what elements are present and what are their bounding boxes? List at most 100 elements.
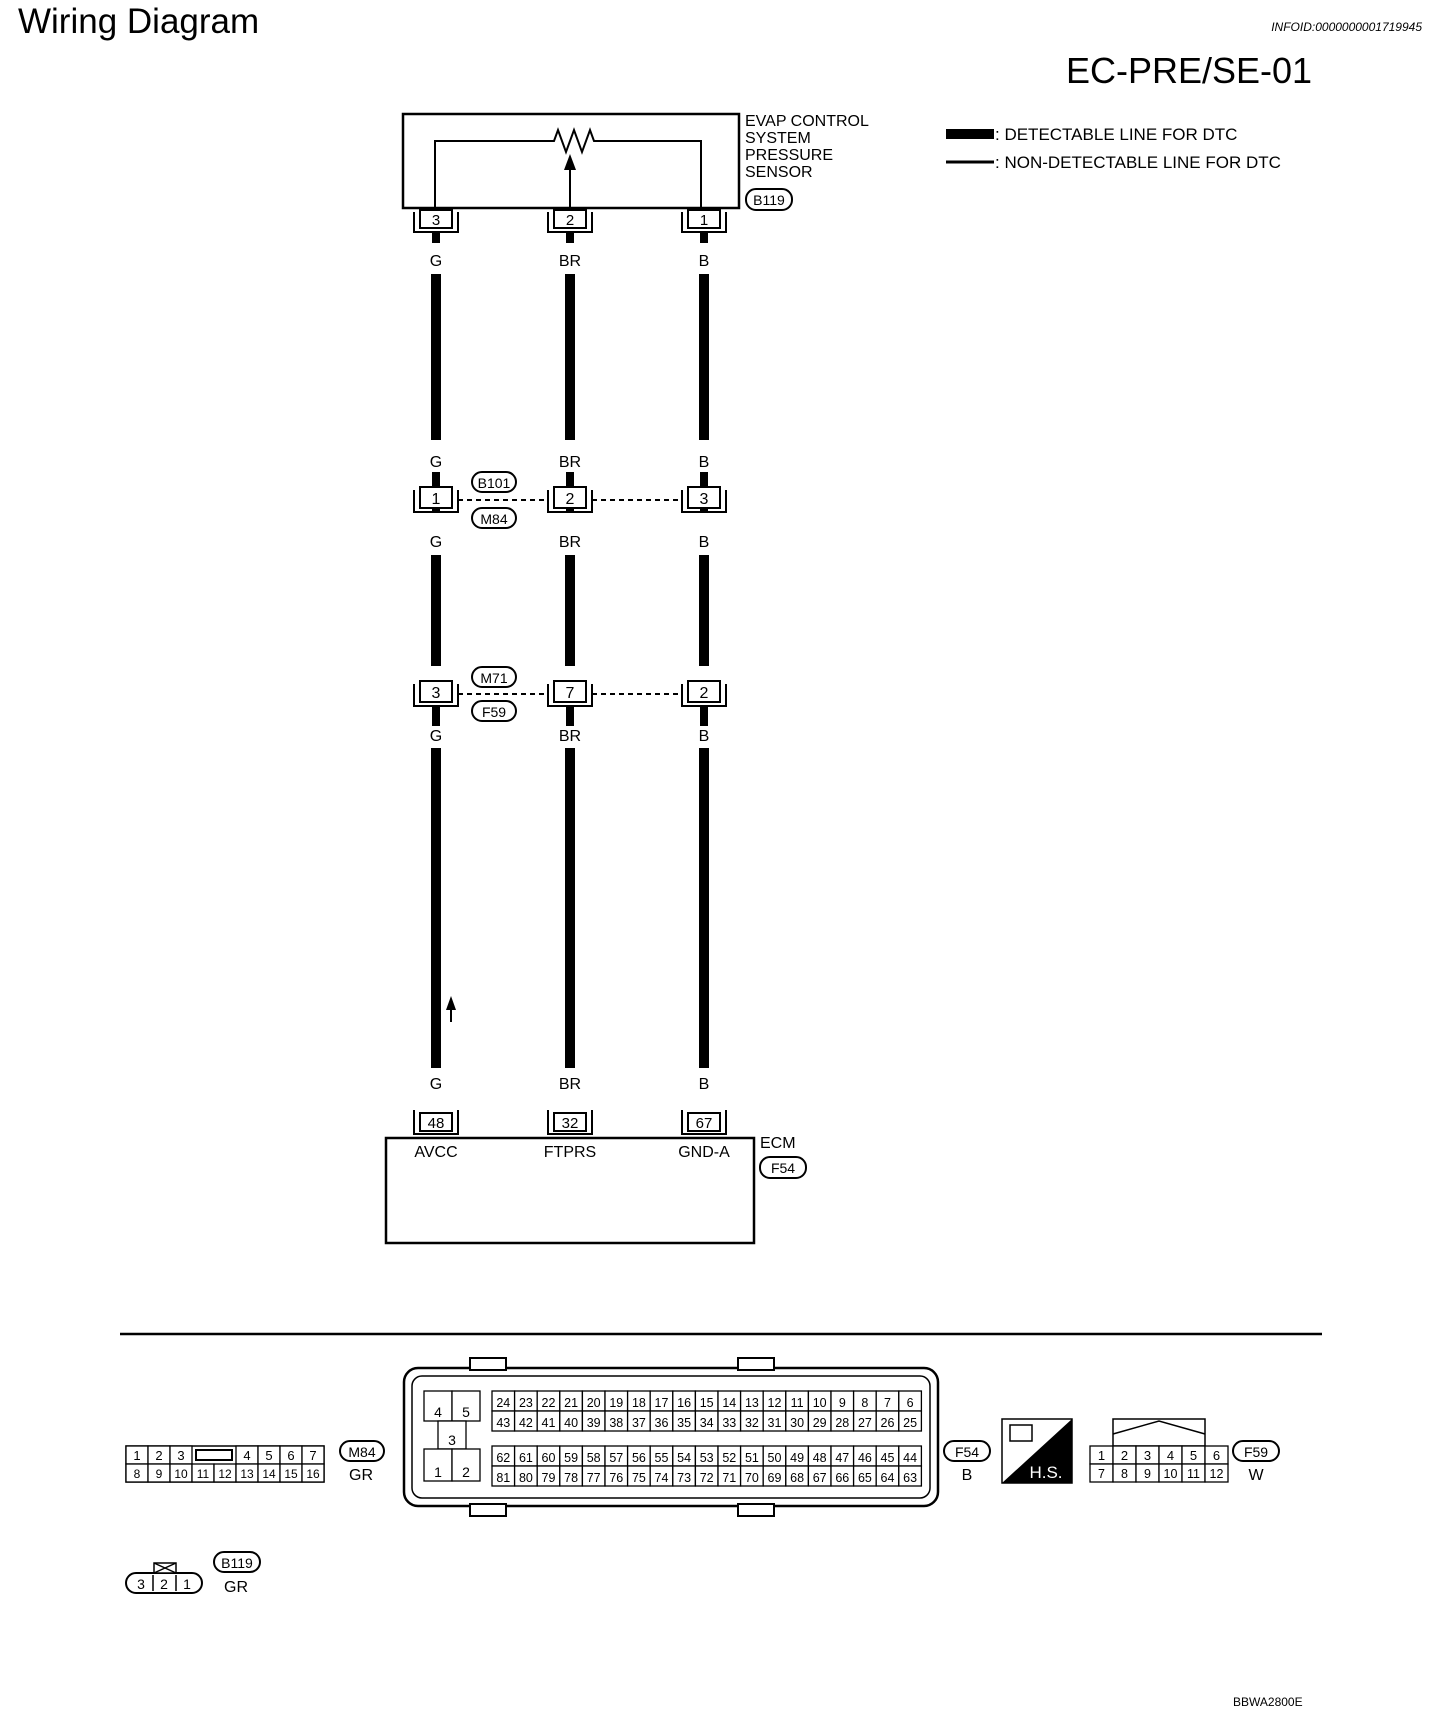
pin-cell-label: 6 [287,1448,294,1463]
connector-cup [681,212,727,233]
evap-pressure-sensor: EVAP CONTROL SYSTEM PRESSURE SENSOR B119 [401,112,869,211]
pin-cell-label: 22 [542,1396,556,1410]
pin-cell-label: 5 [462,1404,470,1420]
pin-number: 48 [428,1115,445,1132]
pin-cell-label: 72 [700,1471,714,1485]
pin-cell-label: 74 [655,1471,669,1485]
pin-cell-label: 49 [790,1451,804,1465]
pin-cell-label: 5 [265,1448,272,1463]
connector-cup [413,1110,459,1135]
wire-color-label: BR [559,1076,581,1093]
wire-color-labels: G BR B G BR B G BR B G BR B G BR B [430,253,710,1093]
pin-cell-label: 13 [745,1396,759,1410]
pin-cell-label: 12 [218,1467,232,1481]
pin-cell-label: 77 [587,1471,601,1485]
wires [431,233,709,1068]
pin-cell [898,1465,923,1487]
pin-cell-label: 70 [745,1471,759,1485]
pin-cell-label: 68 [790,1471,804,1485]
connector-tag-f59-label: F59 [482,704,506,720]
connector-tag-label: B119 [221,1555,253,1571]
ecm-terminal: FTPRS [544,1144,596,1161]
pin-cell-label: 63 [903,1471,917,1485]
pin-cell-label: 21 [564,1396,578,1410]
connector-tag [213,1551,261,1573]
pin-number: 7 [566,685,575,702]
wire-segment [699,555,709,666]
pin-box [687,486,721,509]
connector-tag-label: M84 [348,1444,375,1460]
pin-cell-label: 36 [655,1416,669,1430]
pin-cell-label: 60 [542,1451,556,1465]
pin-cell-label: 25 [903,1416,917,1430]
wire-color-label: B [699,454,710,471]
wire-segment [431,274,441,440]
sensor-name-line: SYSTEM [745,130,811,147]
hs-symbol-border [1001,1418,1073,1484]
pin-cell-label: 31 [768,1416,782,1430]
wire-segment [699,748,709,1068]
connector-tag-f54-label: F54 [771,1160,795,1176]
pin-cell-label: 30 [790,1416,804,1430]
pin-cell-label: 11 [197,1467,210,1481]
pin-cell-label: 47 [835,1451,849,1465]
pin-cell-label: 54 [677,1451,691,1465]
pin-cell-label: 7 [1098,1467,1105,1481]
pin-cell-label: 38 [609,1416,623,1430]
pin-number: 2 [566,491,575,508]
pin-cell-label: 12 [768,1396,782,1410]
connector-lock-mark [153,1562,177,1574]
figure-code: BBWA2800E [1233,1695,1303,1709]
wire-color-label: BR [559,534,581,551]
pin-cell-label: 4 [243,1448,250,1463]
pin-cell-label: 6 [907,1396,914,1410]
pin-cell-label: 37 [632,1416,646,1430]
pin-cell-label: 4 [434,1404,442,1420]
legend: : DETECTABLE LINE FOR DTC : NON-DETECTAB… [946,125,1281,172]
pin-number: 2 [566,212,574,229]
pin-cell-label: 9 [156,1467,163,1481]
pin-cell [1204,1463,1229,1483]
wire-stub [432,706,440,726]
pin-cell-label: 8 [861,1396,868,1410]
pin-number: 3 [700,491,709,508]
pin-cell-label: 58 [587,1451,601,1465]
wire-color-label: B [699,534,710,551]
legend-non-detectable-label: : NON-DETECTABLE LINE FOR DTC [995,153,1281,172]
pin-cell-label: 33 [722,1416,736,1430]
pin-number: 3 [432,212,440,229]
wire-stub [566,233,574,243]
sensor-internal-circuit [434,127,702,208]
pin-box [419,680,453,703]
connector-tag-m84-label: M84 [480,511,507,527]
pin-cell-label: 65 [858,1471,872,1485]
pin-cell-label: 7 [309,1448,316,1463]
pin-cell-label: 7 [884,1396,891,1410]
pin-box [553,486,587,509]
pin-box [553,680,587,703]
pin-number: 3 [432,685,441,702]
pin-cell-label: 4 [1167,1448,1174,1463]
wire-stub [566,706,574,726]
pin-cell-label: 20 [587,1396,601,1410]
wire-color-label: G [430,1076,442,1093]
pin-cell-label: 12 [1210,1467,1224,1481]
pin-cell-label: 9 [1144,1467,1151,1481]
connector-tag-m71-label: M71 [480,670,507,686]
pin-cell-label: 59 [564,1451,578,1465]
connector-tag-b119 [745,188,793,211]
pin-cell-label: 11 [791,1396,804,1410]
connector-tag [1232,1440,1280,1462]
pin-cell-label: 64 [881,1471,895,1485]
pin-cell-label: 15 [700,1396,714,1410]
connector-tag [943,1440,991,1462]
connector-cup [547,1110,593,1135]
sensor-wiper-arrow [564,154,576,170]
pin-cell-label: 3 [137,1576,145,1592]
sensor-name-line: SENSOR [745,164,813,181]
pin-cell-label: 11 [1187,1467,1200,1481]
wire-color-label: G [430,253,442,270]
pin-cell-label: 45 [881,1451,895,1465]
